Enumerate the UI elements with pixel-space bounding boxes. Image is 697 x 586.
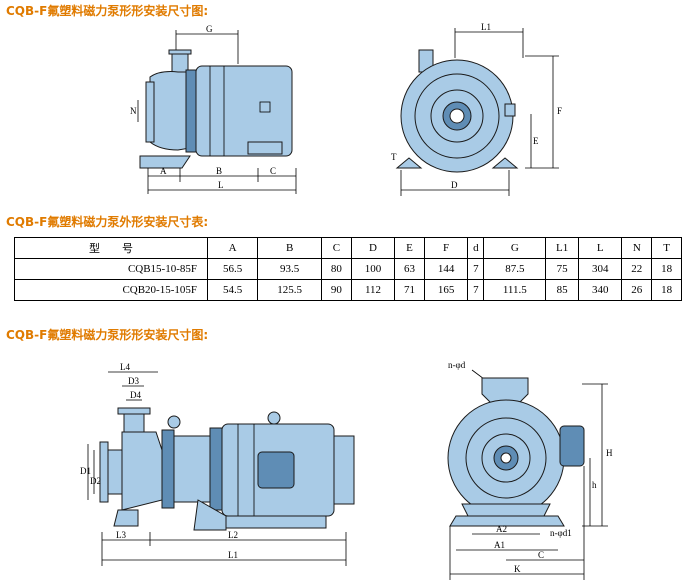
- dim-d4: D4: [130, 390, 141, 400]
- value-cell: 26: [621, 279, 653, 301]
- value-cell: 22: [621, 258, 653, 280]
- header-cell: L1: [545, 237, 580, 259]
- dimension-table: 型 号 A B C D E F d G L1 L N T CQB15-10-85…: [14, 237, 682, 301]
- value-cell: 90: [321, 279, 352, 301]
- header-cell: C: [321, 237, 352, 259]
- value-cell: 304: [578, 258, 623, 280]
- drawing-heading-bottom: CQB-F氟塑料磁力泵形形安装尺寸图:: [6, 328, 209, 342]
- value-cell: 93.5: [257, 258, 323, 280]
- table-heading: CQB-F氟塑料磁力泵外形安装尺寸表:: [6, 215, 209, 229]
- value-cell: 7: [467, 279, 485, 301]
- header-cell: B: [257, 237, 323, 259]
- pump-front-view-top: L1 F E D T: [391, 22, 562, 196]
- dim-l1-bottom: L1: [228, 550, 238, 560]
- value-cell: 54.5: [206, 279, 259, 301]
- dim-g: G: [206, 24, 213, 34]
- dim-d: D: [451, 180, 458, 190]
- dim-h-upper: H: [606, 448, 613, 458]
- dim-h-lower: h: [592, 480, 597, 490]
- value-cell: 71: [394, 279, 425, 301]
- value-cell: 63: [394, 258, 425, 280]
- value-cell: 87.5: [483, 258, 547, 280]
- header-cell: D: [350, 237, 396, 259]
- dim-n-phi-d1: n-φd1: [550, 528, 572, 538]
- value-cell: 112: [350, 279, 396, 301]
- dim-n-phi-d: n-φd: [448, 360, 466, 370]
- value-cell: 165: [423, 279, 469, 301]
- header-cell: N: [621, 237, 653, 259]
- table-row: CQB15-10-85F 56.5 93.5 80 100 63 144 7 8…: [14, 258, 682, 280]
- dim-d2: D2: [90, 476, 101, 486]
- pump-side-view-top: G N A B C L: [130, 24, 297, 194]
- dim-d3: D3: [128, 376, 139, 386]
- pump-front-view-bottom: n-φd H h n-φd1 A2 A1 C K: [447, 360, 613, 580]
- dim-b: B: [216, 166, 222, 176]
- model-cell: CQB20-15-105F: [14, 279, 208, 301]
- dim-l: L: [218, 180, 224, 190]
- header-cell: E: [394, 237, 425, 259]
- value-cell: 80: [321, 258, 352, 280]
- dim-l2: L2: [228, 530, 238, 540]
- dim-a: A: [160, 166, 167, 176]
- dim-f: F: [557, 106, 562, 116]
- dim-l4: L4: [120, 362, 130, 372]
- value-cell: 56.5: [206, 258, 259, 280]
- header-cell: T: [651, 237, 682, 259]
- value-cell: 144: [423, 258, 469, 280]
- dim-d1: D1: [80, 466, 91, 476]
- value-cell: 111.5: [483, 279, 547, 301]
- dim-t: T: [391, 152, 397, 162]
- header-cell: L: [578, 237, 623, 259]
- header-cell: G: [483, 237, 547, 259]
- value-cell: 85: [545, 279, 580, 301]
- value-cell: 100: [350, 258, 396, 280]
- header-cell: F: [423, 237, 469, 259]
- header-cell: d: [467, 237, 485, 259]
- dim-a1: A1: [494, 540, 505, 550]
- drawing-heading-top: CQB-F氟塑料磁力泵形形安装尺寸图:: [6, 4, 209, 18]
- model-cell: CQB15-10-85F: [14, 258, 208, 280]
- dim-c: C: [270, 166, 276, 176]
- dim-k: K: [514, 564, 521, 574]
- header-cell: A: [206, 237, 259, 259]
- value-cell: 75: [545, 258, 580, 280]
- value-cell: 18: [651, 258, 682, 280]
- table-row: CQB20-15-105F 54.5 125.5 90 112 71 165 7…: [14, 279, 682, 301]
- value-cell: 7: [467, 258, 485, 280]
- dim-l3: L3: [116, 530, 126, 540]
- dim-l1: L1: [481, 22, 491, 32]
- pump-side-view-bottom: L4 D3 D4 D1 D2 L3 L2 L1: [80, 362, 355, 566]
- header-model: 型 号: [14, 237, 208, 259]
- value-cell: 340: [578, 279, 623, 301]
- dim-e: E: [533, 136, 539, 146]
- dim-n: N: [130, 106, 137, 116]
- value-cell: 18: [651, 279, 682, 301]
- value-cell: 125.5: [257, 279, 323, 301]
- dim-a2: A2: [496, 524, 507, 534]
- table-header-row: 型 号 A B C D E F d G L1 L N T: [14, 237, 682, 259]
- dim-c-bottom: C: [538, 550, 544, 560]
